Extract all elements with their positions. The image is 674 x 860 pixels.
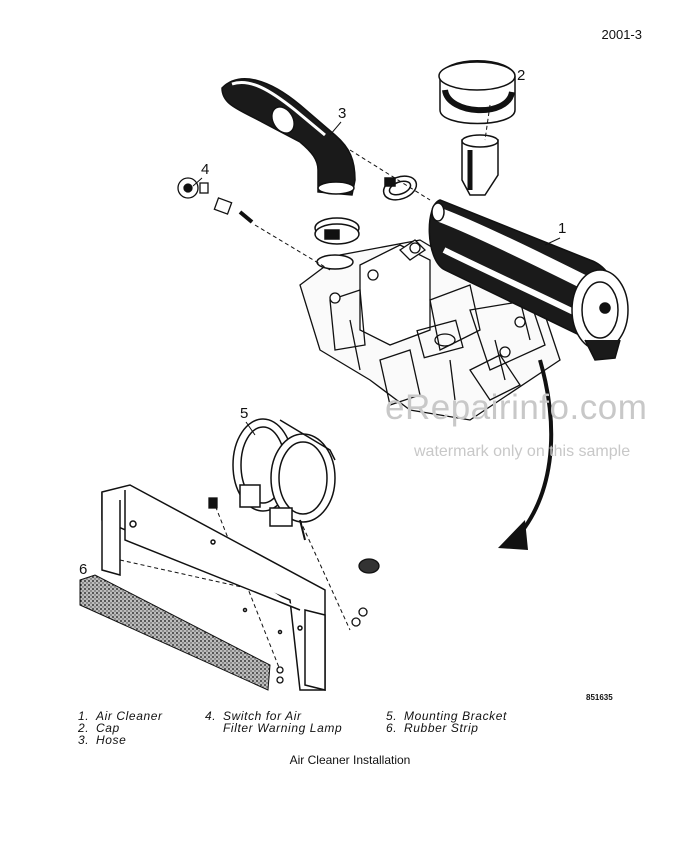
air-cleaner-illustration: 1 2 3 4 5 6 — [79, 60, 629, 691]
legend-item-6: 6.Rubber Strip — [386, 721, 479, 735]
cap — [438, 60, 516, 125]
legend-column-3: 5.Mounting Bracket 6.Rubber Strip — [386, 710, 507, 734]
callouts: 1 2 3 4 5 6 — [79, 67, 566, 578]
air-cleaner — [428, 134, 629, 361]
callout-2: 2 — [517, 67, 525, 84]
mounting-bracket — [232, 418, 336, 541]
legend-item-4: 4.Switch for Air — [205, 709, 302, 723]
callout-4: 4 — [201, 161, 209, 178]
figure-code: 851635 — [586, 693, 613, 702]
callout-6: 6 — [79, 561, 87, 578]
hose — [221, 78, 356, 196]
watermark-sub: watermark only on this sample — [414, 443, 631, 460]
callout-5: 5 — [240, 405, 248, 422]
legend-column-1: 1.Air Cleaner 2.Cap 3.Hose — [78, 710, 163, 746]
callout-3: 3 — [338, 105, 346, 122]
callout-1: 1 — [558, 220, 566, 237]
rubber-strip — [79, 574, 271, 691]
hose-clamp-lower — [314, 217, 360, 245]
hardware — [208, 497, 380, 684]
legend-item-5: 5.Mounting Bracket — [386, 709, 507, 723]
legend-item-1: 1.Air Cleaner — [78, 709, 163, 723]
legend-item-2: 2.Cap — [78, 721, 120, 735]
hose-clamp-upper — [382, 175, 418, 201]
support-plate — [101, 484, 326, 691]
legend-item-3: 3.Hose — [78, 733, 127, 747]
legend-item-4-continued: Filter Warning Lamp — [223, 721, 343, 735]
watermark-main: eRepairinfo.com — [385, 388, 648, 427]
page-number: 2001-3 — [601, 27, 642, 42]
figure-caption: Air Cleaner Installation — [289, 753, 411, 767]
legend-column-2: 4.Switch for Air Filter Warning Lamp — [205, 710, 342, 734]
warning-lamp-switch — [177, 177, 254, 224]
engine-intake — [316, 254, 354, 270]
